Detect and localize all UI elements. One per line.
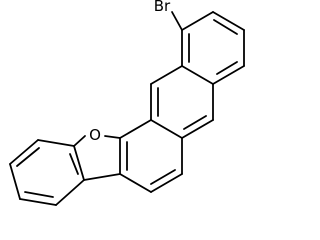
bond-double-inner [216, 61, 238, 75]
bond [212, 65, 245, 85]
bond-c-br [171, 11, 183, 31]
bond [83, 173, 121, 181]
bond [9, 139, 39, 165]
bond-double-inner [24, 191, 54, 198]
bonds [9, 11, 245, 206]
bond [150, 65, 183, 85]
bond-c-o [104, 135, 121, 139]
atom-labels: Br O [89, 0, 171, 144]
bond [181, 11, 214, 31]
bond [119, 173, 152, 193]
molecule-diagram: Br O [9, 0, 245, 206]
bond [19, 198, 57, 206]
bond [37, 139, 75, 147]
bond-double-inner [183, 115, 207, 130]
bond [55, 179, 85, 206]
bond [150, 173, 183, 193]
bond [181, 119, 214, 139]
bond [9, 163, 21, 200]
bond [181, 65, 214, 85]
bond [150, 119, 183, 139]
bond [212, 11, 245, 31]
bond-double-inner [150, 169, 176, 185]
bond [119, 119, 152, 139]
oxygen-atom-label: O [89, 126, 101, 144]
bond-o-c [73, 135, 86, 147]
bond-double-inner [69, 153, 79, 175]
bond-double-inner [16, 147, 40, 167]
bond [73, 145, 85, 181]
bond-double-inner [213, 19, 238, 35]
bromine-atom-label: Br [154, 0, 171, 15]
